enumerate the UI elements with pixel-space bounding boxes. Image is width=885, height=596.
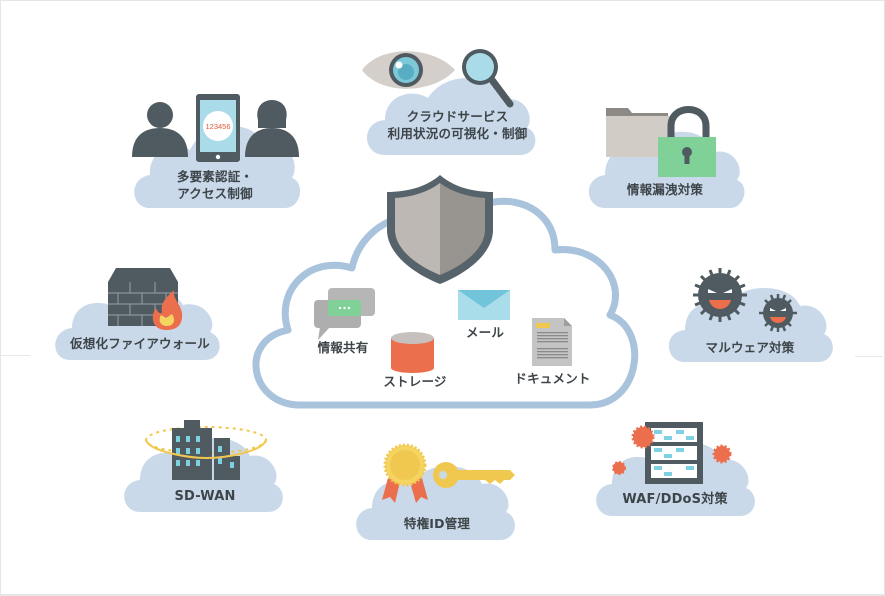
feature-label-dlp: 情報漏洩対策: [600, 181, 730, 198]
server-attack-icon: [612, 422, 732, 484]
center-label-storage: ストレージ: [383, 374, 447, 389]
eye-magnifier-icon: [362, 49, 514, 108]
cloud-casb: [366, 77, 536, 155]
feature-label-malware: マルウェア対策: [680, 339, 820, 356]
virus-icon: [693, 268, 797, 332]
feature-label-firewall: 仮想化ファイアウォール: [55, 335, 225, 352]
feature-label-waf: WAF/DDoS対策: [605, 491, 745, 508]
label-line: 情報漏洩対策: [626, 182, 704, 197]
edge-line-left: [0, 355, 30, 356]
edge-line-right: [855, 356, 883, 357]
label-line: 多要素認証・: [176, 169, 254, 184]
center-label-document: ドキュメント: [514, 371, 591, 386]
label-line: 利用状況の可視化・制御: [387, 126, 528, 141]
buildings-ring-icon: [145, 420, 267, 480]
feature-label-pam: 特権ID管理: [372, 515, 502, 532]
label-line: アクセス制御: [177, 186, 253, 201]
users-phone-icon: 123456: [132, 94, 299, 162]
label-line: SD-WAN: [174, 489, 236, 504]
envelope-icon: [458, 290, 510, 320]
medal-key-icon: [382, 443, 515, 503]
document-icon: [532, 318, 572, 366]
feature-label-mfa: 多要素認証・ アクセス制御: [150, 168, 280, 202]
label-line: WAF/DDoS対策: [622, 492, 728, 507]
firewall-icon: [108, 268, 183, 330]
feature-label-casb: クラウドサービス 利用状況の可視化・制御: [370, 108, 545, 142]
center-label-mail: メール: [465, 325, 505, 340]
feature-label-sdwan: SD-WAN: [140, 488, 270, 505]
label-line: 仮想化ファイアウォール: [70, 336, 210, 351]
label-line: 特権ID管理: [403, 516, 471, 531]
label-line: クラウドサービス: [406, 109, 509, 124]
label-line: マルウェア対策: [705, 340, 795, 355]
folder-lock-icon: [606, 106, 716, 177]
database-icon: [391, 332, 434, 373]
center-label-info-sharing: 情報共有: [317, 340, 369, 355]
phone-code: 123456: [205, 122, 230, 131]
chat-bubbles-icon: [314, 288, 375, 340]
shield-icon: [387, 175, 493, 284]
